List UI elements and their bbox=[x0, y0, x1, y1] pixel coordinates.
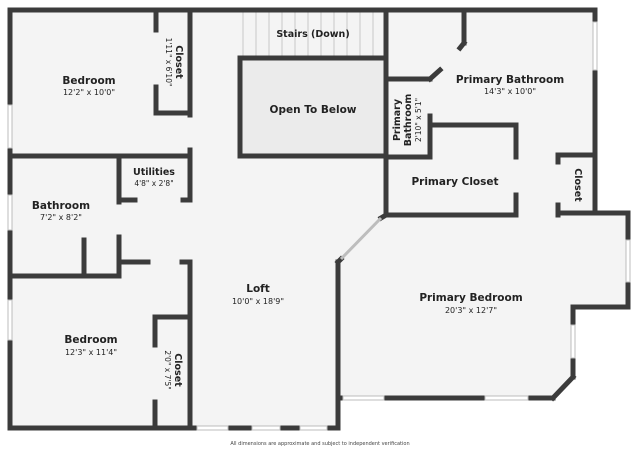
stairs-treads bbox=[242, 12, 374, 56]
room-bathroom-dims: 7'2" x 8'2" bbox=[40, 213, 82, 222]
room-closet-2-dims: 2'0" x 7'5" bbox=[163, 350, 172, 389]
room-utilities-dims: 4'8" x 2'8" bbox=[134, 179, 173, 188]
room-primary-bath-small-name-2: Bathroom bbox=[403, 94, 414, 147]
room-primary-bath-small-name-1: Primary bbox=[392, 98, 403, 141]
walls bbox=[7, 7, 631, 431]
room-closet-1-name: Closet bbox=[173, 45, 184, 79]
room-primary-bedroom-name: Primary Bedroom bbox=[419, 292, 522, 304]
room-primary-bathroom-name: Primary Bathroom bbox=[456, 74, 564, 86]
room-loft-dims: 10'0" x 18'9" bbox=[232, 297, 284, 306]
room-bedroom-1-name: Bedroom bbox=[62, 75, 115, 87]
room-utilities-name: Utilities bbox=[133, 167, 175, 178]
room-bedroom-1-dims: 12'2" x 10'0" bbox=[63, 88, 115, 97]
room-closet-3-name: Closet bbox=[572, 168, 583, 202]
room-primary-bedroom-dims: 20'3" x 12'7" bbox=[445, 306, 497, 315]
room-bedroom-2-dims: 12'3" x 11'4" bbox=[65, 348, 117, 357]
stairs-label: Stairs (Down) bbox=[276, 29, 349, 40]
disclaimer-text: All dimensions are approximate and subje… bbox=[230, 441, 410, 447]
room-primary-bathroom-dims: 14'3" x 10'0" bbox=[484, 87, 536, 96]
room-loft-name: Loft bbox=[246, 283, 270, 295]
room-closet-1-dims: 1'11" x 6'10" bbox=[164, 38, 173, 87]
room-primary-closet-name: Primary Closet bbox=[411, 176, 498, 188]
room-bathroom-name: Bathroom bbox=[32, 200, 90, 212]
room-bedroom-2-name: Bedroom bbox=[64, 334, 117, 346]
room-primary-bath-small-dims: 2'10" x 5'1" bbox=[414, 98, 423, 142]
floor-fill bbox=[10, 10, 628, 428]
windows bbox=[7, 21, 631, 431]
room-labels: Bedroom 12'2" x 10'0" Closet 1'11" x 6'1… bbox=[32, 29, 583, 390]
open-below-area bbox=[240, 58, 386, 156]
open-to-below-label: Open To Below bbox=[270, 104, 357, 116]
room-closet-2-name: Closet bbox=[172, 353, 183, 387]
